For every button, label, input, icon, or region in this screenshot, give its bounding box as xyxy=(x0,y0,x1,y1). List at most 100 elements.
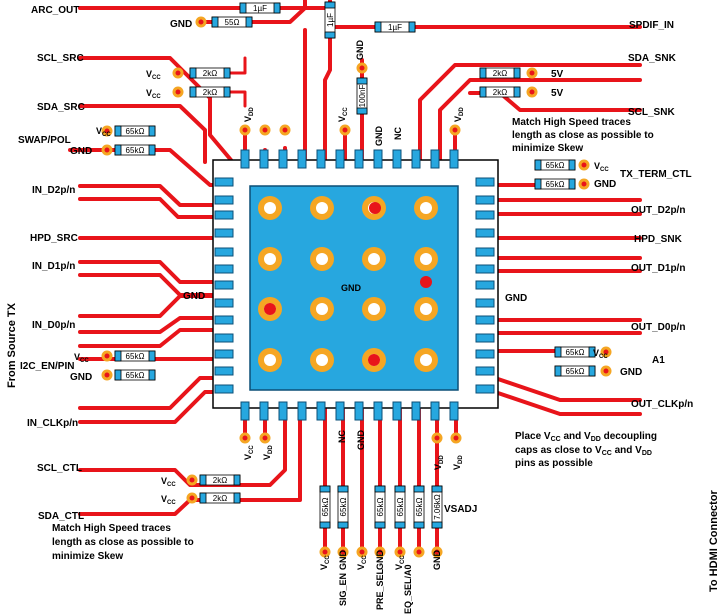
pin xyxy=(214,315,234,325)
label-vcc-4: VCC xyxy=(74,352,89,364)
trace xyxy=(418,63,642,162)
label-bot-gnd: GND xyxy=(356,430,366,451)
trace xyxy=(78,316,218,334)
label-b-gnd-2: GND xyxy=(375,550,385,571)
resistor-end xyxy=(273,2,281,14)
label-5v-2: 5V xyxy=(551,88,564,99)
label-b-vcc-3: VCC xyxy=(394,555,406,570)
resistor-end xyxy=(324,1,336,9)
via-hole xyxy=(189,477,195,483)
label-gnd-4: GND xyxy=(70,372,92,383)
label-sda-ctl: SDA_CTL xyxy=(38,511,84,522)
thermal-via-tied xyxy=(264,303,276,315)
resistor-value: 7.06kΩ xyxy=(433,494,442,520)
resistor-end xyxy=(413,485,425,493)
resistor-end xyxy=(245,16,253,28)
label-gnd-mid-right: GND xyxy=(505,293,527,304)
label-to-hdmi-connector: To HDMI Connector xyxy=(708,489,720,592)
resistor-value: 65kΩ xyxy=(376,498,385,517)
label-top-vdd-2: VDD xyxy=(453,107,465,122)
resistor-value: 65kΩ xyxy=(546,180,565,189)
via-hole xyxy=(175,89,181,95)
label-top-nc: NC xyxy=(393,127,403,140)
via-hole xyxy=(242,127,248,133)
pin xyxy=(214,280,234,290)
resistor-end xyxy=(394,485,406,493)
resistor-end xyxy=(534,159,542,171)
pin xyxy=(430,149,440,169)
resistor-value: 65kΩ xyxy=(126,352,145,361)
svg-text:Match High Speed traces: Match High Speed traces xyxy=(52,523,171,534)
pin xyxy=(214,177,234,187)
trace xyxy=(493,376,642,402)
pin xyxy=(214,228,234,238)
resistor-end xyxy=(479,86,487,98)
thermal-via-hole xyxy=(264,253,276,265)
label-gnd-r: GND xyxy=(594,179,616,190)
resistor-end xyxy=(374,21,382,33)
via-hole xyxy=(453,435,459,441)
thermal-via-hole xyxy=(420,202,432,214)
via-hole xyxy=(282,127,288,133)
resistor-value: 65kΩ xyxy=(126,127,145,136)
label-b-gnd-3: GND xyxy=(432,550,442,571)
resistor-end xyxy=(199,474,207,486)
label-bot-vdd-1: VDD xyxy=(262,445,274,460)
trace xyxy=(78,104,207,164)
svg-text:Match High Speed traces: Match High Speed traces xyxy=(512,117,631,128)
label-scl-src: SCL_SRC xyxy=(37,53,84,64)
label-in-d2: IN_D2p/n xyxy=(32,185,75,196)
resistor-end xyxy=(588,365,596,377)
trace xyxy=(228,56,247,75)
svg-text:minimize Skew: minimize Skew xyxy=(52,551,123,562)
trace xyxy=(78,0,332,10)
pin xyxy=(449,401,459,421)
resistor-end xyxy=(189,67,197,79)
label-vcc-r: VCC xyxy=(594,161,609,173)
svg-text:pins as possible: pins as possible xyxy=(515,458,593,469)
thermal-via-hole xyxy=(420,303,432,315)
via-hole xyxy=(416,549,422,555)
trace xyxy=(78,184,218,207)
resistor-end xyxy=(408,21,416,33)
resistor-end xyxy=(114,144,122,156)
via-hole xyxy=(189,495,195,501)
label-top-gnd-col: GND xyxy=(355,40,365,61)
resistor-end xyxy=(114,369,122,381)
resistor-end xyxy=(394,521,406,529)
resistor-end xyxy=(189,86,197,98)
label-top-gnd-pin: GND xyxy=(374,126,384,147)
thermal-via-hole xyxy=(316,354,328,366)
thermal-via-hole xyxy=(368,303,380,315)
via-hole xyxy=(581,162,587,168)
pin xyxy=(430,401,440,421)
label-gnd-a1: GND xyxy=(620,367,642,378)
resistor-value: 2kΩ xyxy=(203,88,217,97)
resistor-end xyxy=(588,346,596,358)
resistor-end xyxy=(211,16,219,28)
via-hole xyxy=(434,549,440,555)
resistor-value: 65kΩ xyxy=(396,498,405,517)
label-in-d1: IN_D1p/n xyxy=(32,261,75,272)
resistor-end xyxy=(319,485,331,493)
thermal-via-tied xyxy=(369,202,381,214)
label-hpd-src: HPD_SRC xyxy=(30,233,78,244)
note-bottom-left: Match High Speed traces length as close … xyxy=(52,523,194,562)
resistor-end xyxy=(554,346,562,358)
thermal-via-tied xyxy=(420,276,432,288)
trace xyxy=(78,294,218,318)
svg-text:caps as close to VCC and VDD: caps as close to VCC and VDD xyxy=(515,445,652,457)
resistor-value: 65kΩ xyxy=(339,498,348,517)
pin xyxy=(316,401,326,421)
thermal-via-hole xyxy=(264,202,276,214)
pin xyxy=(475,298,495,308)
trace xyxy=(438,78,642,162)
label-arc-out: ARC_OUT xyxy=(31,5,79,16)
label-scl-snk: SCL_SNK xyxy=(628,107,675,118)
resistor-value: 1µF xyxy=(253,4,267,13)
via-hole xyxy=(104,353,110,359)
resistor-end xyxy=(356,107,368,115)
resistor-end xyxy=(148,369,156,381)
pin xyxy=(240,149,250,169)
